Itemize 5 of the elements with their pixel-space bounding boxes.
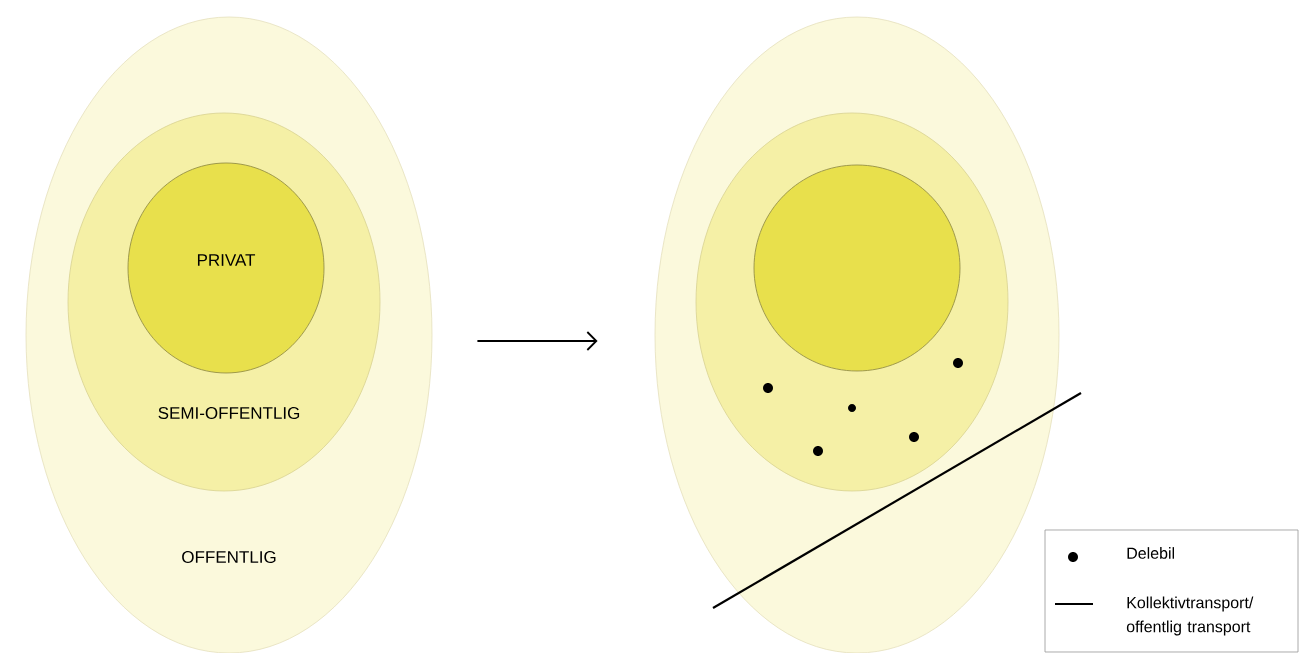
legend-text: Kollektivtransport/ offentlig transport <box>1126 596 1254 636</box>
arrow <box>476 331 598 351</box>
ellipse-region: PRIVAT <box>127 162 325 374</box>
legend-text: Delebil <box>1127 547 1174 559</box>
circle-region <box>753 164 961 372</box>
